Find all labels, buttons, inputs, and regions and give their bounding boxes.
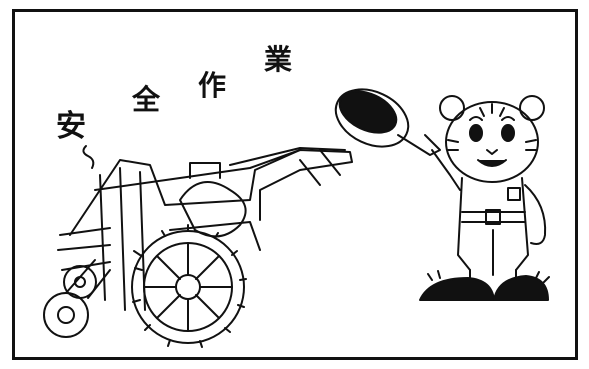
harvester-machine-drawing (43, 147, 353, 348)
slogan-char-3: 作 (198, 69, 227, 102)
slogan-char-2: 全 (132, 83, 161, 116)
illustration-frame (12, 9, 578, 360)
slogan-char-1: 安 (56, 109, 86, 144)
squiggle-line (82, 145, 95, 169)
tiger-mascot-drawing (334, 88, 550, 301)
slogan-char-4: 業 (264, 43, 293, 76)
